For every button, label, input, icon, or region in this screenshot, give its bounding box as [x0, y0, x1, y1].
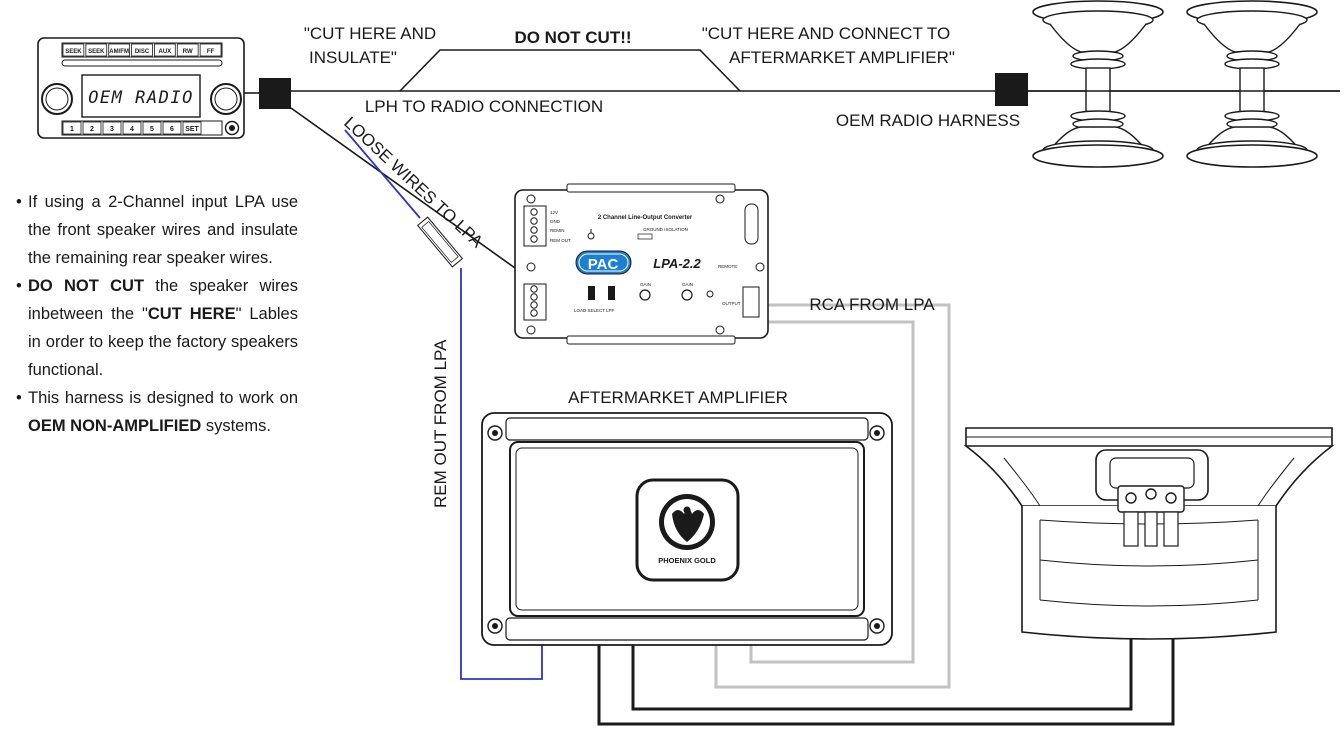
radio-preset-label: 3 [110, 126, 114, 133]
gain-knob-left [639, 289, 651, 301]
lpa-term-remin: REMIN [550, 228, 565, 233]
label-lph-connection: LPH TO RADIO CONNECTION [365, 97, 603, 116]
radio-preset-label: 4 [130, 126, 134, 133]
radio-preset [122, 121, 142, 135]
radio-button [108, 43, 130, 57]
radio-button [154, 43, 176, 57]
lpa-term-remout: REM OUT [550, 238, 571, 243]
instruction-notes: If using a 2-Channel input LPA use the f… [16, 188, 298, 440]
label-rem-out: REM OUT FROM LPA [431, 339, 450, 508]
radio-preset [182, 121, 202, 135]
radio-presets: 1 2 3 4 5 6 SET [62, 121, 202, 135]
lpa-brand: PAC [588, 256, 619, 273]
lpa-ground-isolation: GROUND ISOLATION [643, 227, 688, 232]
lph-connector [259, 78, 291, 109]
radio-button-label: FF [207, 49, 215, 55]
inline-fuse [416, 216, 464, 268]
radio-preset-label: 2 [90, 126, 94, 133]
radio-preset [62, 121, 82, 135]
radio-button-label: DISC [135, 49, 150, 55]
aftermarket-amplifier: PHOENIX GOLD [481, 412, 893, 646]
radio-button-label: SEEK [65, 49, 82, 55]
lpa-power-terminal [523, 205, 547, 247]
label-cut-insulate-2: INSULATE" [309, 48, 397, 67]
radio-button-label: AUX [159, 49, 172, 55]
label-cut-insulate-1: "CUT HERE AND [304, 24, 436, 43]
lpa-output: OUTPUT [722, 301, 741, 306]
harness-labels: "CUT HERE AND INSULATE" DO NOT CUT!! "CU… [304, 24, 1020, 130]
lpa-lpf: LPF [606, 308, 615, 313]
radio-display-text: OEM RADIO [88, 88, 194, 108]
lpa-load-select: LOAD SELECT [574, 308, 605, 313]
radio-preset-label: 5 [150, 126, 154, 133]
note-item-3: This harness is designed to work on OEM … [16, 384, 298, 440]
pac-logo [575, 250, 632, 275]
radio-preset [162, 121, 182, 135]
radio-preset-label: 6 [170, 126, 174, 133]
lpa-model: LPA-2.2 [653, 256, 701, 271]
radio-preset [142, 121, 162, 135]
radio-button-label: SEEK [88, 49, 105, 55]
radio-preset [82, 121, 102, 135]
radio-button-label: AM/FM [109, 49, 129, 55]
radio-preset-label: SET [185, 126, 199, 133]
radio-display [81, 74, 201, 118]
lpa-gain-left: GAIN [640, 282, 651, 287]
factory-speaker-right [1186, 0, 1318, 168]
label-loose-wires: LOOSE WIRES TO LPA [340, 113, 487, 252]
lpa-term-gnd: GND [550, 219, 561, 224]
lpf-switch [608, 286, 615, 300]
label-cut-connect-1: "CUT HERE AND CONNECT TO [702, 24, 950, 43]
amp-brand: PHOENIX GOLD [658, 556, 716, 565]
lpa-title: 2 Channel Line-Output Converter [598, 215, 693, 221]
note-item-1: If using a 2-Channel input LPA use the f… [16, 188, 298, 272]
radio-button [85, 43, 108, 57]
radio-top-buttons: SEEK SEEK AM/FM DISC AUX RW FF [62, 43, 222, 57]
load-select-switch [588, 286, 595, 300]
rca-cables: RCA FROM LPA [714, 295, 951, 689]
label-aftermarket-amp: AFTERMARKET AMPLIFIER [568, 388, 788, 407]
note-item-2: DO NOT CUT the speaker wires inbetween t… [16, 272, 298, 384]
oem-harness-connector [995, 73, 1028, 106]
gain-knob-right [681, 289, 693, 301]
lpa-module: 12V GND REMIN REM OUT 2 Channel Line-Out… [514, 183, 769, 345]
radio-preset-label: 1 [70, 126, 74, 133]
oem-radio: SEEK SEEK AM/FM DISC AUX RW FF OEM RADIO 1 2 3 4 5… [37, 37, 245, 139]
radio-button [62, 43, 85, 57]
lpa-gain-right: GAIN [682, 282, 693, 287]
subwoofer [963, 427, 1335, 640]
radio-button [199, 43, 222, 57]
lpa-rca-output [742, 286, 760, 318]
label-do-not-cut: DO NOT CUT!! [514, 28, 631, 47]
factory-speaker-left [1032, 0, 1164, 168]
radio-button-label: RW [183, 49, 193, 55]
radio-button [131, 43, 153, 57]
lpa-term-12v: 12V [550, 210, 558, 215]
label-oem-harness: OEM RADIO HARNESS [836, 111, 1020, 130]
label-rca-from-lpa: RCA FROM LPA [809, 295, 935, 314]
radio-button [176, 43, 199, 57]
label-cut-connect-2: AFTERMARKET AMPLIFIER" [729, 48, 955, 67]
radio-preset [102, 121, 122, 135]
lpa-remote: REMOTE [718, 264, 737, 269]
